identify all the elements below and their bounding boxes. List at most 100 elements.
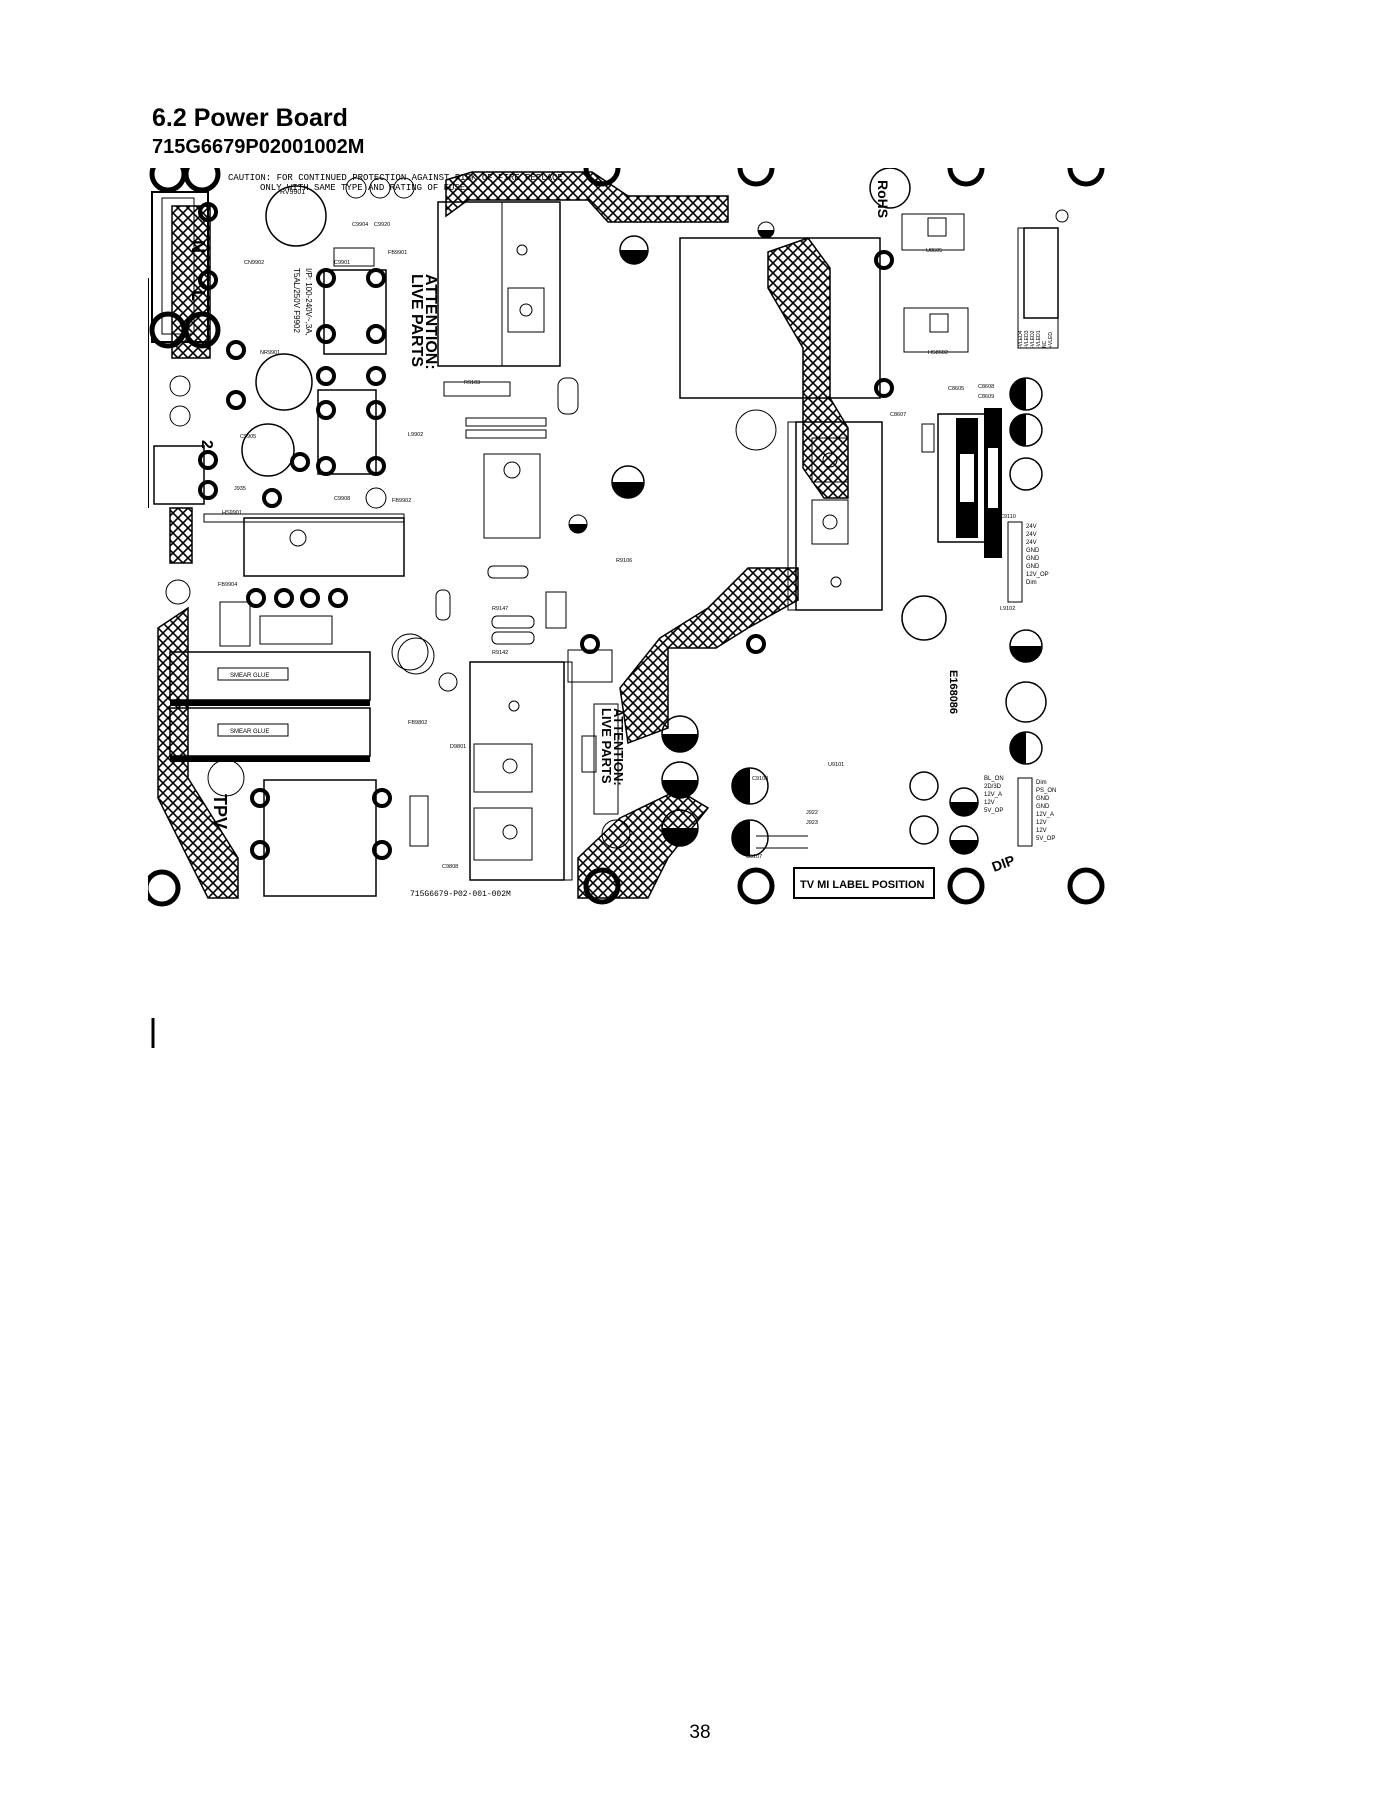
tv-label-position: TV MI LABEL POSITION xyxy=(800,879,925,891)
svg-text:+VLED: +VLED xyxy=(1048,332,1054,348)
svg-text:GND: GND xyxy=(1036,804,1050,810)
dip-mark: DIP xyxy=(990,852,1017,875)
isolation-zone-left-top xyxy=(171,205,211,359)
caution-line-2: ONLY WITH SAME TYPE AND RATING OF FUSE. xyxy=(260,183,471,193)
svg-text:12V: 12V xyxy=(984,800,995,806)
svg-text:C9920: C9920 xyxy=(374,222,390,228)
heatsink-top xyxy=(437,201,561,367)
attention-label-2b: LIVE PARTS xyxy=(599,708,614,784)
input-connector xyxy=(151,191,209,343)
svg-text:GND: GND xyxy=(1026,548,1040,554)
svg-text:J935: J935 xyxy=(234,486,246,492)
component-designators: C9904 C9920 FB9901 CN9902 C9901 NR9901 C… xyxy=(218,222,1016,870)
svg-text:C9901: C9901 xyxy=(334,260,350,266)
standby-transformer xyxy=(679,237,881,399)
svg-text:C8608: C8608 xyxy=(978,384,994,390)
heatsink-bottom xyxy=(469,661,565,881)
section-title: 6.2 Power Board xyxy=(152,104,348,132)
svg-text:FB9901: FB9901 xyxy=(388,250,407,256)
svg-text:C8605: C8605 xyxy=(948,386,964,392)
svg-text:N: N xyxy=(188,240,208,253)
output-connector-cn9201 xyxy=(1007,521,1023,603)
svg-text:GND: GND xyxy=(1026,556,1040,562)
connector-pin-labels-side: BL_ON 2D/3D 12V_A 12V 5V_OP xyxy=(984,776,1004,814)
svg-text:SMEAR GLUE: SMEAR GLUE xyxy=(230,673,269,679)
svg-text:5V_OP: 5V_OP xyxy=(1036,836,1055,842)
svg-text:-VLED2: -VLED2 xyxy=(1030,330,1036,348)
svg-text:J923: J923 xyxy=(806,820,818,826)
svg-text:R9147: R9147 xyxy=(492,606,508,612)
svg-text:C9110: C9110 xyxy=(1000,514,1016,520)
page-number: 38 xyxy=(689,1722,711,1743)
svg-text:12V_OP: 12V_OP xyxy=(1026,572,1049,578)
svg-text:BL_ON: BL_ON xyxy=(984,776,1004,782)
svg-text:FB9902: FB9902 xyxy=(392,498,411,504)
output-connector-cn8601 xyxy=(1017,777,1033,847)
caution-line-1: CAUTION: FOR CONTINUED PROTECTION AGAINS… xyxy=(228,173,563,183)
svg-text:-VLED1: -VLED1 xyxy=(1036,330,1042,348)
svg-text:SMEAR GLUE: SMEAR GLUE xyxy=(230,729,269,735)
svg-text:C9908: C9908 xyxy=(334,496,350,502)
svg-text:24V: 24V xyxy=(1026,524,1037,530)
pcb-part-code: 715G6679-P02-001-002M xyxy=(410,890,511,899)
isolation-zone-center-upper xyxy=(767,237,849,499)
svg-text:D9801: D9801 xyxy=(450,744,466,750)
svg-text:GND: GND xyxy=(1026,564,1040,570)
svg-text:PS_ON: PS_ON xyxy=(1036,788,1056,794)
svg-text:U8605: U8605 xyxy=(926,248,942,254)
svg-text:-VLED3: -VLED3 xyxy=(1024,330,1030,348)
svg-text:24V: 24V xyxy=(1026,540,1037,546)
isolation-zone-left-bottom xyxy=(157,606,239,899)
connector-pin-labels-right: 24V 24V 24V GND GND GND 12V_OP Dim xyxy=(1026,524,1049,586)
isolation-zone-center-lower xyxy=(619,567,799,745)
led-pin-labels: +VLED NC -VLED1 -VLED2 -VLED3 -VLED4 xyxy=(1018,330,1054,348)
bulk-capacitor-1 xyxy=(169,651,371,701)
svg-text:Dim: Dim xyxy=(1036,780,1047,786)
isolation-zone-left-mid xyxy=(169,507,193,564)
svg-text:R9142: R9142 xyxy=(492,650,508,656)
tv-label-position-box xyxy=(793,867,935,899)
svg-text:C8607: C8607 xyxy=(890,412,906,418)
svg-text:2D/3D: 2D/3D xyxy=(984,784,1002,790)
svg-text:2: 2 xyxy=(198,440,215,449)
svg-text:GND: GND xyxy=(1036,796,1050,802)
svg-text:C9808: C9808 xyxy=(442,864,458,870)
svg-text:RV9901: RV9901 xyxy=(280,189,305,196)
svg-text:Dim: Dim xyxy=(1026,580,1037,586)
attention-label-1: ATTENTION: xyxy=(422,274,439,370)
svg-text:5V_OP: 5V_OP xyxy=(984,808,1003,814)
svg-text:12V_A: 12V_A xyxy=(1036,812,1054,818)
svg-text:L: L xyxy=(188,290,208,301)
svg-text:12V: 12V xyxy=(1036,828,1047,834)
svg-text:C9107: C9107 xyxy=(746,854,762,860)
svg-text:U9101: U9101 xyxy=(828,762,844,768)
svg-text:12V: 12V xyxy=(1036,820,1047,826)
isolation-zone-top xyxy=(445,171,729,223)
svg-text:NR9901: NR9901 xyxy=(260,350,280,356)
ul-code: E168086 xyxy=(947,670,959,714)
tpv-logo: TPV xyxy=(210,794,230,829)
board-model-number: 715G6679P02001002M xyxy=(152,136,365,158)
svg-text:C8609: C8609 xyxy=(978,394,994,400)
bulk-capacitor-2 xyxy=(169,707,371,757)
svg-text:FB9802: FB9802 xyxy=(408,720,427,726)
svg-text:T5AL/250V F9902: T5AL/250V F9902 xyxy=(292,268,301,333)
svg-text:NC: NC xyxy=(1042,340,1048,348)
svg-text:FB9904: FB9904 xyxy=(218,582,237,588)
svg-text:HS9901: HS9901 xyxy=(222,510,242,516)
attention-label-1b: LIVE PARTS xyxy=(408,274,425,367)
svg-text:L9902: L9902 xyxy=(408,432,423,438)
svg-text:R9106: R9106 xyxy=(616,558,632,564)
led-connector xyxy=(1017,227,1059,349)
bridge-rectifier xyxy=(243,517,405,577)
power-board-silkscreen: N L CAUTION: FOR CONTINUED PROTECTION AG… xyxy=(148,168,1105,1048)
svg-text:HS8602: HS8602 xyxy=(928,350,948,356)
svg-text:C9904: C9904 xyxy=(352,222,368,228)
svg-text:R9103: R9103 xyxy=(464,380,480,386)
svg-text:24V: 24V xyxy=(1026,532,1037,538)
svg-text:12V_A: 12V_A xyxy=(984,792,1002,798)
svg-text:C9108: C9108 xyxy=(752,776,768,782)
svg-text:I/P: 100-240V~,3A,: I/P: 100-240V~,3A, xyxy=(304,268,313,336)
svg-text:CN9902: CN9902 xyxy=(244,260,264,266)
svg-text:-VLED4: -VLED4 xyxy=(1018,330,1024,348)
